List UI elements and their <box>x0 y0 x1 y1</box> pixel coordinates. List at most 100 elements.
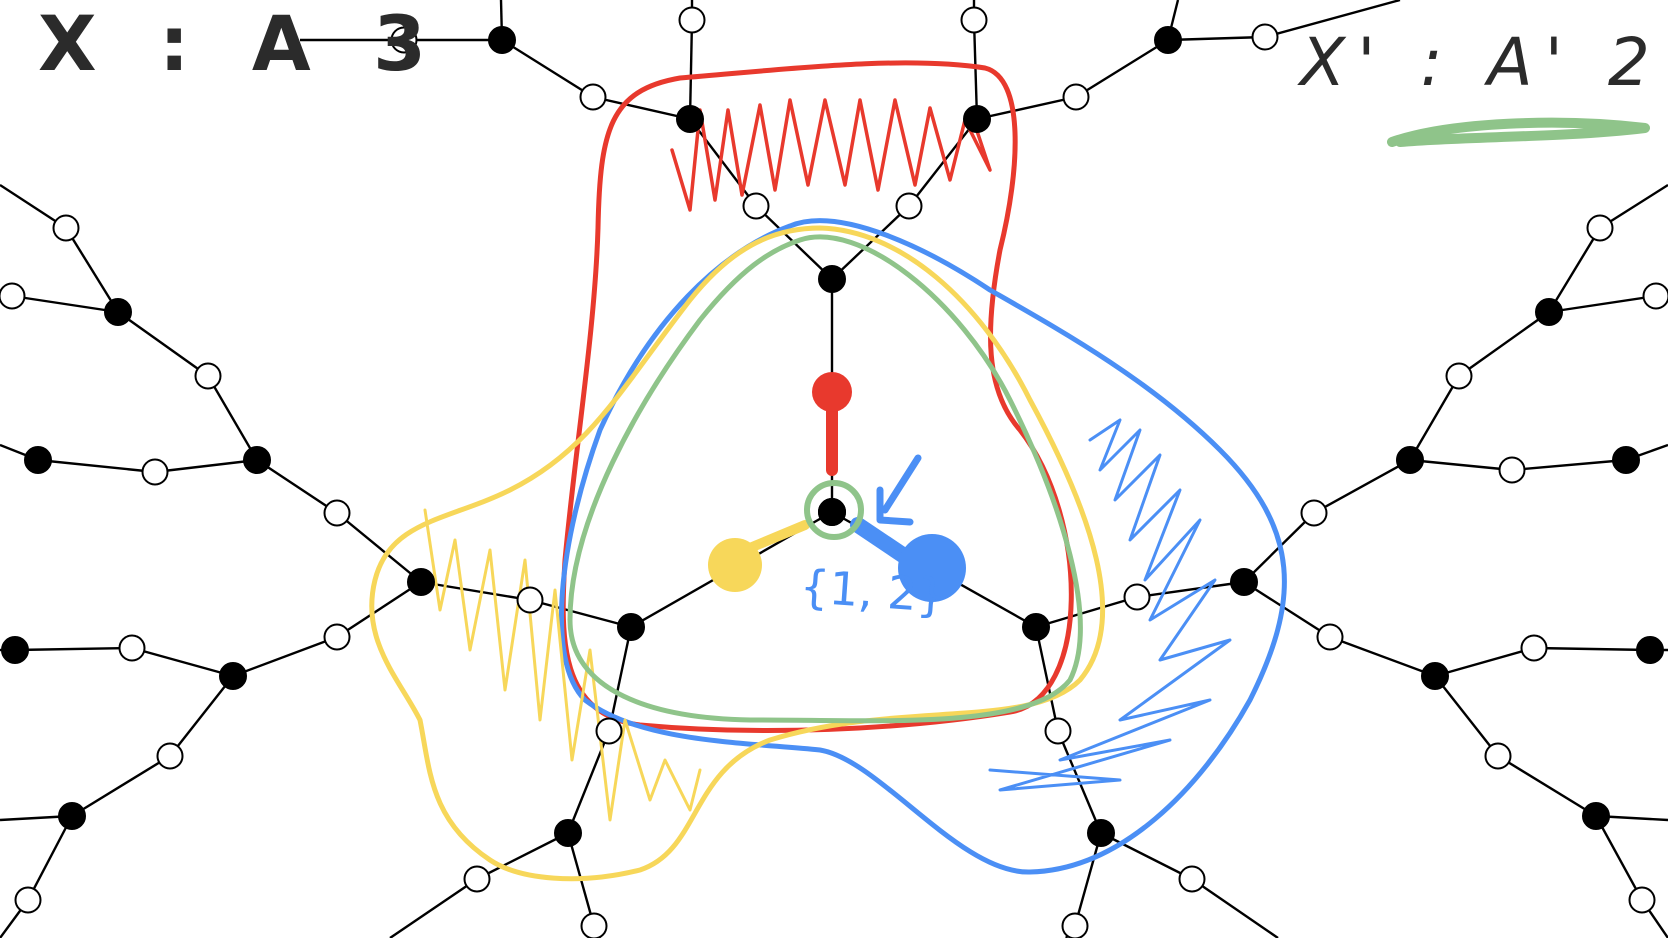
black-vertex <box>219 662 247 690</box>
black-vertex <box>104 298 132 326</box>
white-vertex <box>118 634 146 662</box>
black-vertex <box>554 819 582 847</box>
graph-edge <box>831 205 910 280</box>
graph-edge <box>1329 635 1436 678</box>
right-handwritten-label: X' : A' 2 <box>1300 24 1662 101</box>
graph-edge <box>688 19 694 120</box>
black-vertex <box>1636 636 1664 664</box>
white-vertex <box>1123 583 1151 611</box>
white-vertex <box>516 586 544 614</box>
white-vertex <box>595 717 623 745</box>
blue-dot <box>898 534 966 602</box>
white-vertex <box>390 26 418 54</box>
graph-edge <box>1409 458 1513 472</box>
black-vertex <box>676 105 704 133</box>
graph-edge <box>206 375 259 461</box>
graph-edge <box>1167 35 1266 42</box>
graph-edge <box>1264 0 1401 39</box>
white-vertex <box>1445 362 1473 390</box>
yellow-dot <box>708 538 762 592</box>
black-vertex <box>58 802 86 830</box>
white-vertex <box>1178 865 1206 893</box>
white-vertex <box>323 499 351 527</box>
graph-edge <box>1548 294 1657 314</box>
left-handwritten-label: X : A 3 <box>38 0 445 88</box>
graph-edge <box>389 878 478 938</box>
graph-edge <box>972 19 979 120</box>
black-vertex <box>1154 26 1182 54</box>
red-scribble <box>670 98 992 212</box>
graph-edge <box>336 580 422 639</box>
black-vertex <box>1421 662 1449 690</box>
black-vertex <box>1230 568 1258 596</box>
white-vertex <box>960 6 988 34</box>
black-vertex <box>1535 298 1563 326</box>
black-vertex <box>1087 819 1115 847</box>
graph-edge <box>1073 832 1103 927</box>
black-vertex <box>407 568 435 596</box>
white-vertex <box>156 742 184 770</box>
graph-edge <box>1533 646 1651 652</box>
white-vertex <box>323 623 351 651</box>
yellow-region-outline <box>369 225 1106 882</box>
blue-region-outline <box>559 218 1287 875</box>
graph-edge <box>117 311 209 377</box>
graph-edge <box>14 646 133 652</box>
graph-edge <box>420 580 531 602</box>
graph-edge <box>1458 311 1550 377</box>
white-vertex <box>1520 634 1548 662</box>
white-vertex <box>52 214 80 242</box>
blue-arrow <box>876 454 922 526</box>
graph-edge <box>1408 375 1461 461</box>
graph-edge <box>1034 626 1060 732</box>
graph-edge <box>1136 580 1245 599</box>
white-vertex <box>1251 23 1279 51</box>
graph-edge <box>1434 646 1535 678</box>
graph-edge <box>1243 580 1331 639</box>
black-vertex <box>243 446 271 474</box>
graph-edge <box>131 646 234 678</box>
white-vertex <box>1484 742 1512 770</box>
graph-edge <box>908 118 978 207</box>
center-vertex <box>818 498 846 526</box>
black-vertex <box>963 105 991 133</box>
white-vertex <box>14 886 42 914</box>
yellow-stick <box>740 520 810 555</box>
graph-edge <box>64 227 120 313</box>
graph-edge <box>1594 815 1644 901</box>
white-vertex <box>0 282 26 310</box>
graph-edge <box>256 458 338 515</box>
graph-edge <box>11 294 119 314</box>
black-vertex <box>1022 613 1050 641</box>
graph-edge <box>976 95 1077 121</box>
white-vertex <box>1044 717 1072 745</box>
white-vertex <box>579 83 607 111</box>
white-vertex <box>1642 282 1668 310</box>
graph-edge <box>232 635 338 678</box>
graph-edge <box>37 458 156 474</box>
white-vertex <box>141 458 169 486</box>
graph-edge <box>71 754 171 818</box>
yellow-scribble <box>423 508 702 822</box>
annotation-strokes <box>369 60 1650 882</box>
graph-edge <box>1191 878 1279 938</box>
graph-edge <box>1511 458 1627 472</box>
graph-vertices <box>0 6 1668 938</box>
graph-edge <box>169 675 234 757</box>
green-ring <box>804 480 864 540</box>
graph-edge <box>529 598 632 629</box>
white-vertex <box>742 192 770 220</box>
graph-edge <box>1547 227 1602 313</box>
graph-edge <box>1434 675 1499 757</box>
black-vertex <box>1396 446 1424 474</box>
blue-scribble <box>988 418 1232 792</box>
graph-edge <box>26 815 74 901</box>
graph-edge <box>592 95 691 121</box>
white-vertex <box>1300 499 1328 527</box>
green-underline <box>1387 117 1650 147</box>
white-vertex <box>1628 886 1656 914</box>
graph-edge <box>501 38 594 99</box>
